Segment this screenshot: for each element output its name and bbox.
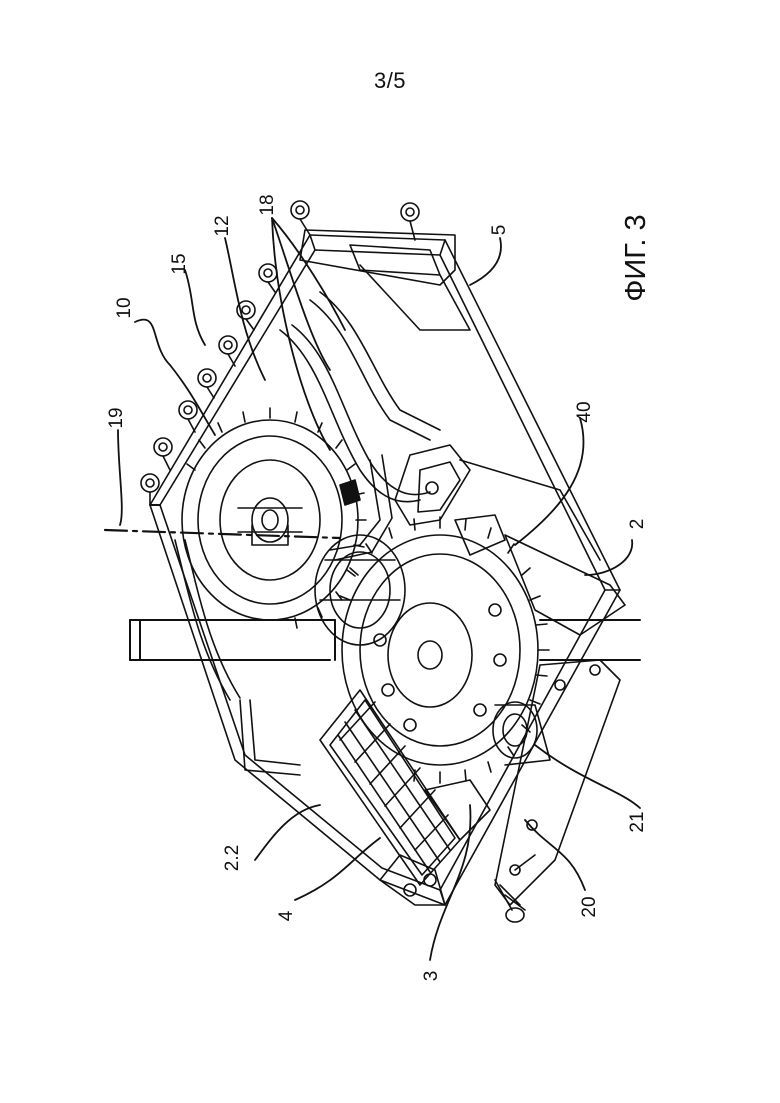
label-4: 4	[276, 910, 297, 921]
label-3: 3	[421, 971, 442, 982]
comb-grid	[320, 690, 490, 885]
label-10: 10	[114, 297, 135, 318]
label-19: 19	[106, 407, 127, 428]
middle-sprocket	[315, 535, 405, 645]
label-2: 2	[627, 519, 648, 530]
pipes	[175, 292, 440, 775]
label-5: 5	[489, 225, 510, 236]
label-20: 20	[579, 896, 600, 917]
upper-sprocket	[182, 408, 366, 628]
label-40: 40	[574, 401, 595, 422]
label-21: 21	[627, 811, 648, 832]
label-15: 15	[169, 253, 190, 274]
label-2-2: 2.2	[222, 845, 243, 871]
figure-caption: ФИГ. 3	[620, 214, 652, 301]
label-18: 18	[257, 194, 278, 215]
label-12: 12	[212, 215, 233, 236]
